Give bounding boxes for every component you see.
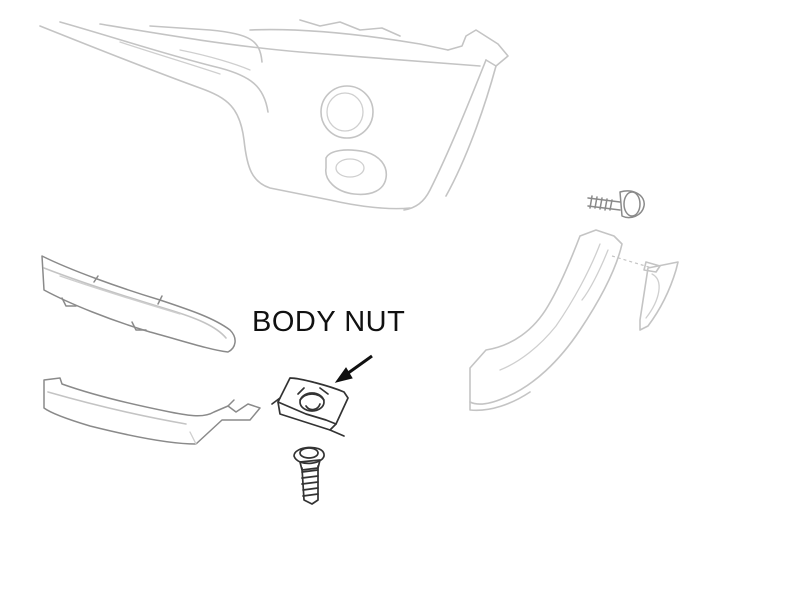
corner-trim-right bbox=[469, 229, 679, 412]
callout-arrow bbox=[334, 354, 373, 383]
grille-strip-upper bbox=[41, 255, 236, 353]
screw-lower bbox=[293, 446, 325, 505]
bolt-upper bbox=[587, 190, 645, 219]
grille-strip-lower bbox=[43, 377, 261, 445]
body-nut bbox=[271, 377, 349, 437]
bumper-fascia bbox=[39, 19, 509, 211]
body-nut-label: BODY NUT bbox=[252, 306, 406, 338]
